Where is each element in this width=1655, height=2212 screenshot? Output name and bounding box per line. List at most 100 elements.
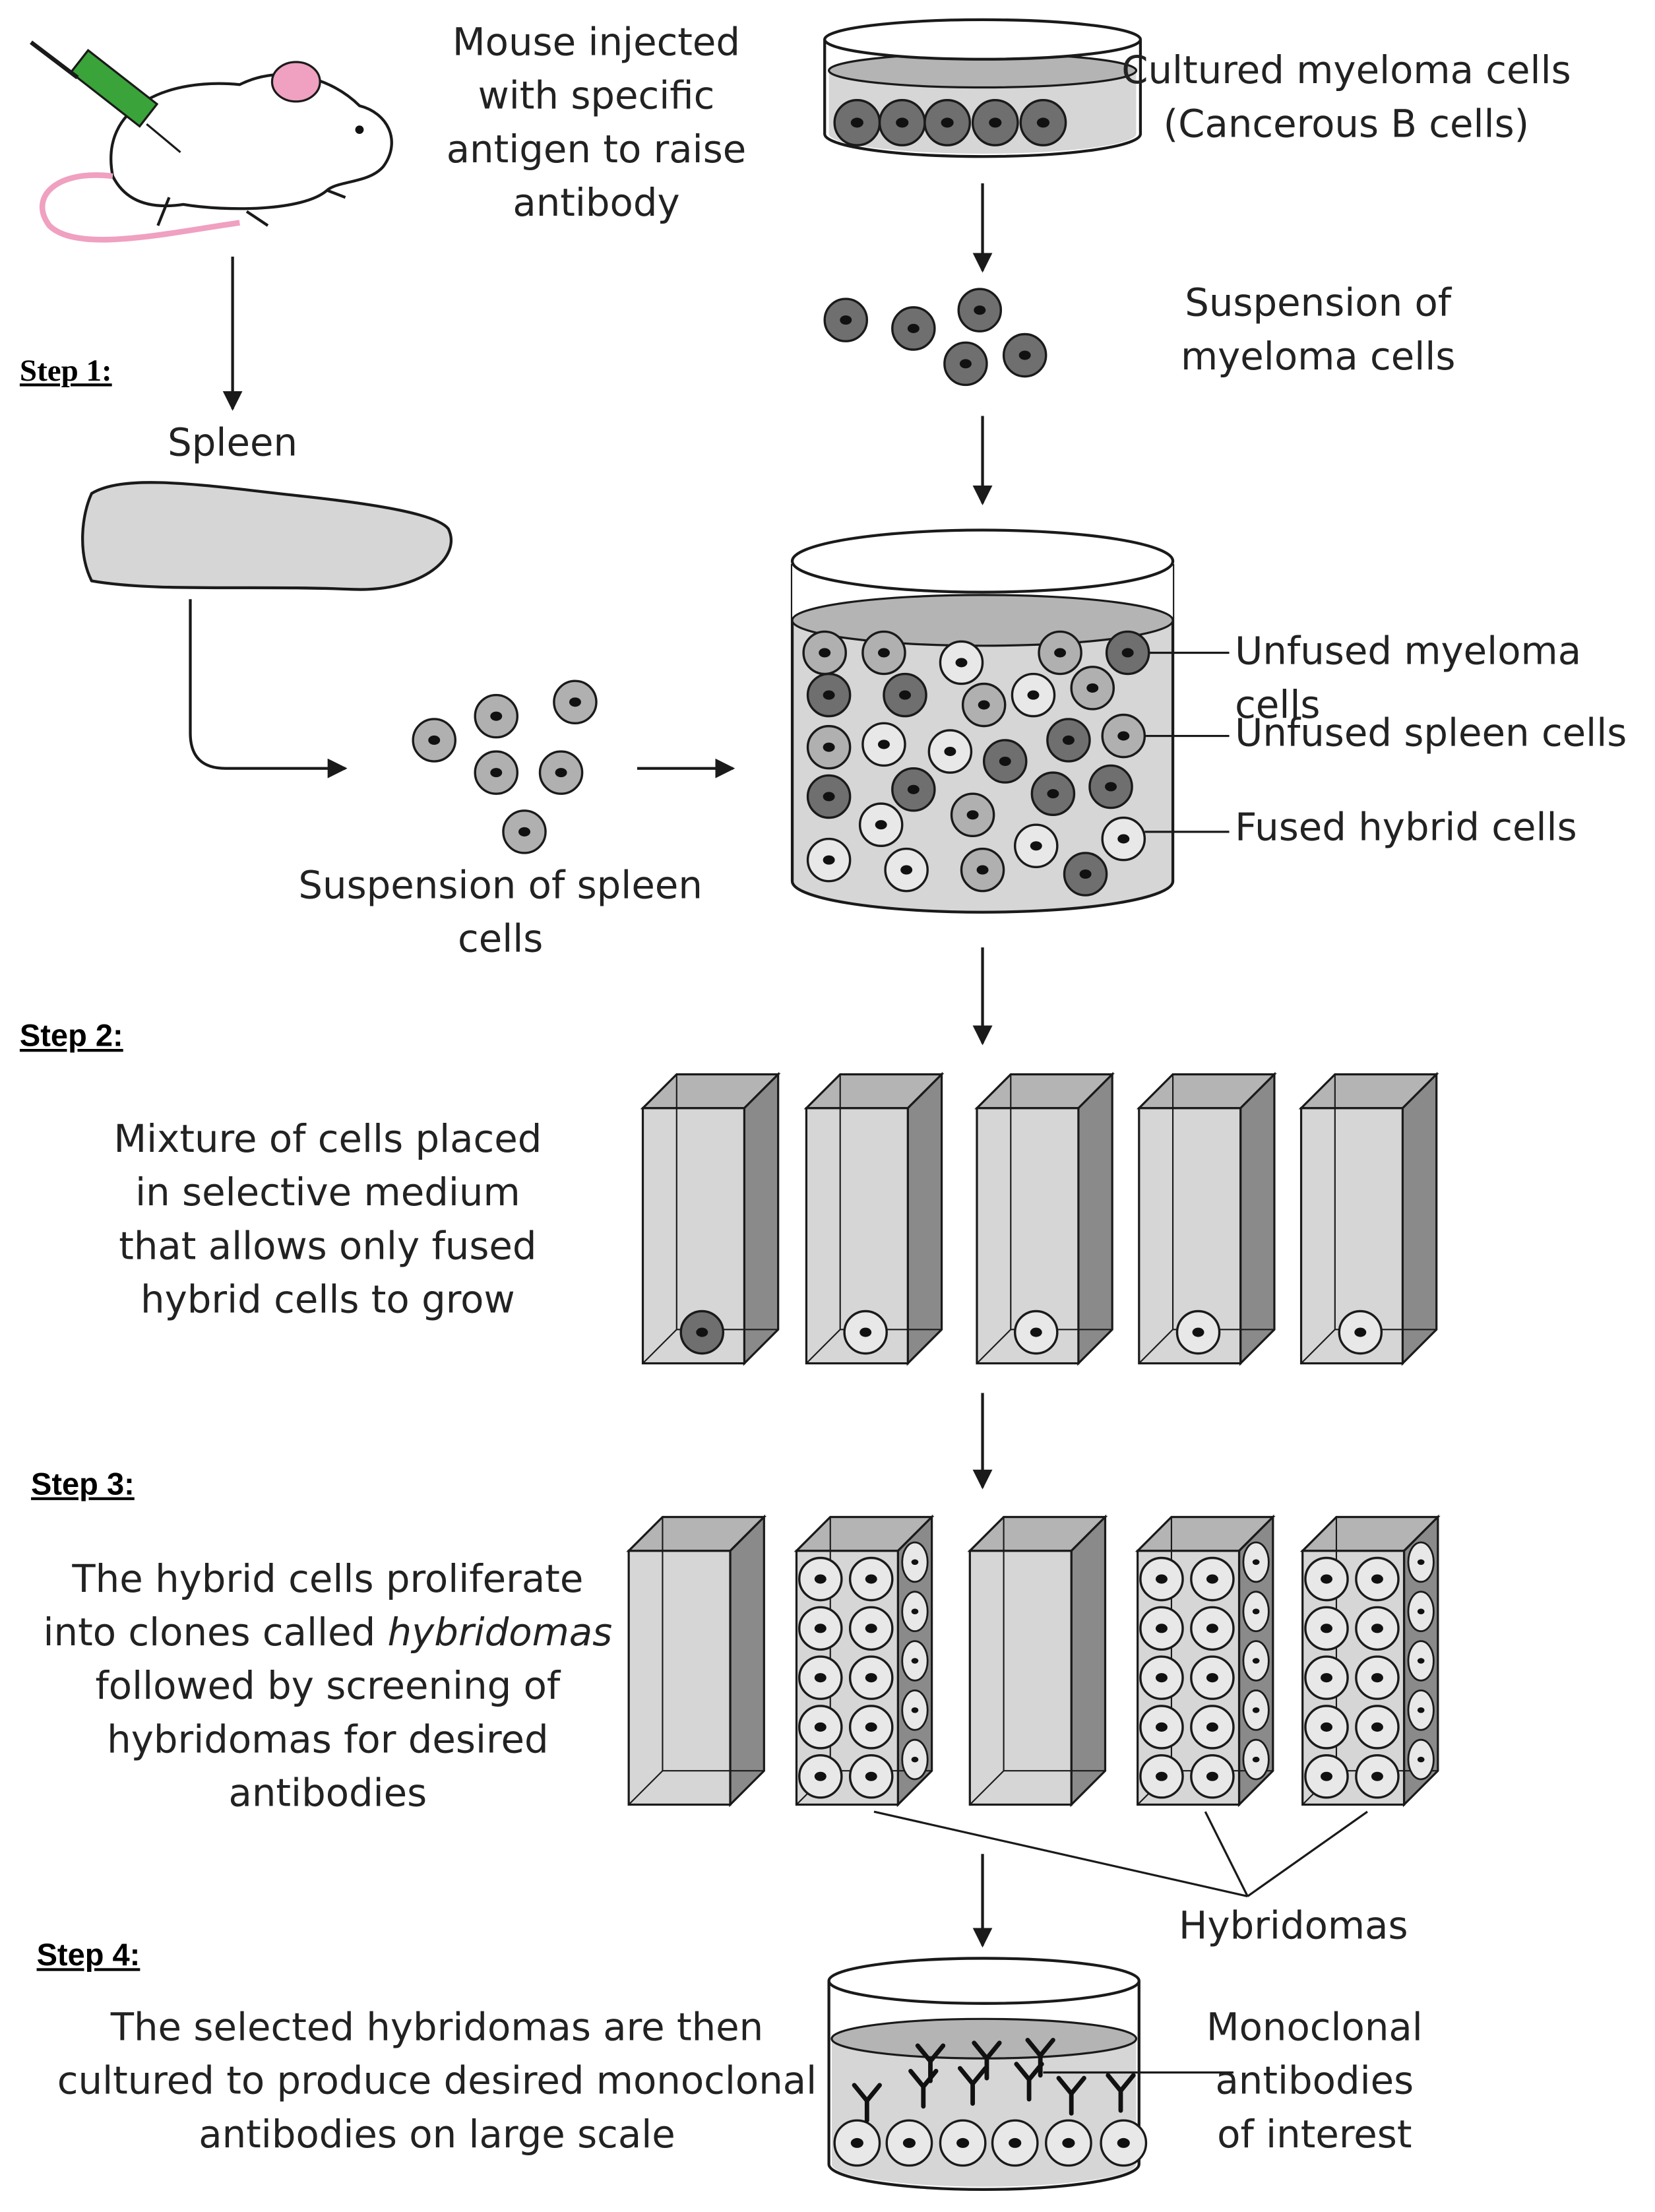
step3-heading: Step 3:	[31, 1466, 135, 1502]
beaker-cell	[861, 630, 906, 676]
myeloma-cell	[923, 99, 972, 146]
hybridoma-cell	[1190, 1655, 1235, 1700]
beaker-cell	[939, 640, 984, 685]
hybridoma-clone-well	[1299, 1514, 1441, 1808]
beaker-cell	[961, 682, 1007, 728]
pointer-hybridoma-1	[873, 1810, 1248, 1897]
mouse-icon	[40, 61, 393, 243]
hybridoma-cell	[1355, 1556, 1400, 1602]
selection-well	[1136, 1071, 1277, 1366]
beaker-cell	[1063, 852, 1108, 897]
hybridoma-cell	[1304, 1754, 1349, 1799]
fused-hybrid-label: Fused hybrid cells	[1235, 806, 1577, 850]
step2-heading: Step 2:	[19, 1017, 123, 1054]
spleen-suspension-cell	[502, 809, 547, 854]
selection-well	[1298, 1071, 1439, 1366]
beaker-cell	[960, 847, 1005, 893]
beaker-cell	[806, 672, 852, 718]
beaker-cell	[858, 802, 904, 847]
culture-cell	[885, 2119, 933, 2167]
hybridoma-cell	[1139, 1705, 1184, 1750]
pointer-hybridoma-2	[1204, 1811, 1249, 1897]
pointer-hybridoma-3	[1247, 1810, 1368, 1897]
culture-cell	[833, 2119, 881, 2167]
hybridoma-cell	[848, 1655, 894, 1700]
spleen-suspension-cell	[412, 718, 456, 763]
hybridoma-cell	[848, 1606, 894, 1651]
myeloma-cell	[878, 99, 926, 146]
myeloma-cell	[833, 99, 881, 146]
hybridoma-cell	[1139, 1655, 1184, 1700]
hybridoma-cell	[798, 1556, 843, 1602]
hybridoma-cell	[848, 1556, 894, 1602]
spleen-suspension-cell	[474, 750, 519, 795]
hybridoma-cell	[1190, 1754, 1235, 1799]
spleen-label: Spleen	[168, 421, 298, 466]
hybridoma-cell	[848, 1705, 894, 1750]
empty-well	[626, 1514, 767, 1808]
spleen-shape	[81, 481, 453, 591]
hybridoma-cell	[1304, 1556, 1349, 1602]
mouse-label: Mouse injected with specific antigen to …	[446, 21, 747, 226]
culture-cell	[1045, 2119, 1092, 2167]
step3-line2a: into clones called	[43, 1611, 388, 1655]
well-cell	[1014, 1310, 1059, 1355]
beaker-cell	[1088, 764, 1133, 809]
antibody-icon	[972, 2040, 1002, 2081]
beaker-cell	[927, 729, 973, 774]
well-cell	[679, 1310, 725, 1355]
selection-well	[640, 1071, 781, 1366]
spleen-suspension-label: Suspension of spleen cells	[298, 864, 703, 962]
empty-well	[967, 1514, 1108, 1808]
beaker-cell	[802, 630, 847, 676]
beaker-cell	[1030, 771, 1076, 816]
culture-cell	[991, 2119, 1039, 2167]
syringe-icon	[30, 40, 181, 154]
monoclonal-culture-dish	[827, 1957, 1148, 2192]
unfused-myeloma-label: Unfused myeloma cells	[1235, 630, 1582, 728]
beaker-cell	[1046, 718, 1091, 763]
step3-description: The hybrid cells proliferate into clones…	[42, 1554, 613, 1821]
hybridoma-cell	[1355, 1705, 1400, 1750]
beaker-cell	[806, 837, 852, 883]
hybridoma-cell	[798, 1754, 843, 1799]
hybridoma-cell	[1139, 1606, 1184, 1651]
antibody-icon	[957, 2066, 988, 2106]
hybridoma-cell	[1355, 1754, 1400, 1799]
antibody-icon	[915, 2043, 946, 2083]
antibody-icon	[852, 2083, 882, 2123]
beaker-cell	[806, 774, 852, 819]
hybridoma-cell	[1304, 1655, 1349, 1700]
myeloma-suspension-cell	[823, 298, 869, 342]
myeloma-culture-label: Cultured myeloma cells (Cancerous B cell…	[1121, 49, 1571, 147]
hybridoma-cell	[798, 1705, 843, 1750]
beaker-cell	[1101, 713, 1146, 759]
well-cell	[1338, 1310, 1383, 1355]
step4-heading: Step 4:	[36, 1937, 141, 1973]
hybridoma-cell	[1190, 1556, 1235, 1602]
hybridoma-cell	[798, 1655, 843, 1700]
monoclonal-label: Monoclonal antibodies of interest	[1206, 2006, 1423, 2157]
beaker-cell	[1038, 630, 1082, 676]
step2-description: Mixture of cells placed in selective med…	[113, 1118, 542, 1323]
step3-rest: followed by screening of hybridomas for …	[95, 1664, 561, 1816]
hybridomas-label: Hybridomas	[1179, 1905, 1408, 1949]
myeloma-suspension-cell	[957, 288, 1003, 332]
beaker-cell	[950, 792, 995, 838]
hybridoma-cell	[1190, 1606, 1235, 1651]
hybridoma-cell	[798, 1606, 843, 1651]
myeloma-culture-dish	[823, 18, 1142, 158]
step1-heading: Step 1:	[19, 352, 112, 388]
hybridoma-cell	[1304, 1705, 1349, 1750]
antibody-icon	[1056, 2075, 1086, 2116]
hybridoma-cell	[1139, 1754, 1184, 1799]
unfused-spleen-label: Unfused spleen cells	[1235, 712, 1627, 756]
beaker-cell	[982, 739, 1028, 784]
well-cell	[1175, 1310, 1221, 1355]
beaker-cell	[1011, 672, 1056, 718]
culture-cell	[939, 2119, 987, 2167]
well-cell	[843, 1310, 888, 1355]
spleen-suspension-cell	[538, 750, 584, 795]
